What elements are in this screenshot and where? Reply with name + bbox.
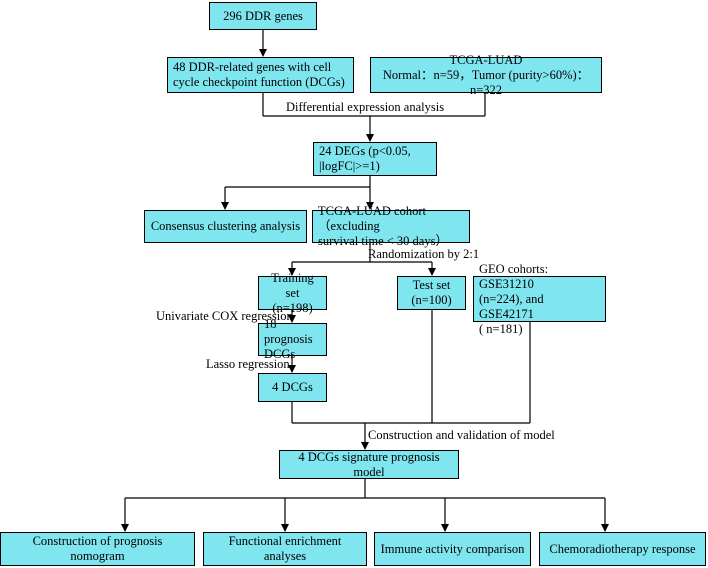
four-dcgs-text: 4 DCGs <box>272 380 313 394</box>
dcgs-box: 48 DDR-related genes with cell cycle che… <box>167 57 354 93</box>
consensus-box: Consensus clustering analysis <box>144 210 307 243</box>
test-line2: (n=100) <box>411 293 452 307</box>
output-enrichment-text: Functional enrichment analyses <box>228 534 342 563</box>
prognosis-line1: 18 prognosis <box>264 317 313 346</box>
label-differential: Differential expression analysis <box>286 100 445 114</box>
training-set-box: Training set (n=198) <box>258 271 327 315</box>
degs-line1: 24 DEGs (p<0.05, <box>319 144 411 158</box>
model-text: 4 DCGs signature prognosis model <box>298 449 440 479</box>
training-line1: Training set <box>271 270 314 300</box>
degs-box: 24 DEGs (p<0.05, |logFC|>=1) <box>313 142 437 176</box>
output-chemo-box: Chemoradiotherapy response <box>539 532 706 566</box>
tcga-luad-box: TCGA-LUAD Normal：n=59，Tumor (purity>60%)… <box>370 53 602 97</box>
cohort-line1: TCGA-LUAD cohort（excluding <box>318 204 426 233</box>
prognosis-dcgs-box: 18 prognosis DCGs <box>258 317 327 361</box>
output-nomogram-text: Construction of prognosis nomogram <box>32 534 163 563</box>
tcga-title: TCGA-LUAD <box>449 52 523 67</box>
label-construction: Construction and validation of model <box>368 428 555 442</box>
cohort-box: TCGA-LUAD cohort（excluding survival time… <box>312 204 470 248</box>
geo-line3: ( n=181) <box>479 321 523 336</box>
training-line2: (n=198) <box>272 300 313 315</box>
geo-line2: (n=224), and GSE42171 <box>479 291 544 321</box>
output-enrichment-box: Functional enrichment analyses <box>203 532 367 566</box>
model-box: 4 DCGs signature prognosis model <box>279 450 459 479</box>
output-chemo-text: Chemoradiotherapy response <box>549 541 696 556</box>
test-set-box: Test set (n=100) <box>397 276 466 310</box>
degs-line2: |logFC|>=1) <box>319 159 380 173</box>
label-univariate: Univariate COX regression <box>156 309 293 323</box>
cohort-line2: survival time < 30 days） <box>318 234 448 248</box>
dcgs-text: 48 DDR-related genes with cell cycle che… <box>173 60 345 89</box>
geo-cohorts-box: GEO cohorts: GSE31210 (n=224), and GSE42… <box>473 262 606 336</box>
output-immune-box: Immune activity comparison <box>374 532 531 566</box>
ddr-genes-text: 296 DDR genes <box>223 8 303 23</box>
label-lasso: Lasso regression <box>206 357 290 371</box>
output-immune-text: Immune activity comparison <box>380 541 525 556</box>
geo-line1: GEO cohorts: GSE31210 <box>479 261 549 291</box>
label-randomization: Randomization by 2:1 <box>368 247 480 261</box>
ddr-genes-box: 296 DDR genes <box>209 2 317 30</box>
test-line1: Test set <box>412 278 451 292</box>
four-dcgs-box: 4 DCGs <box>258 373 327 402</box>
consensus-text: Consensus clustering analysis <box>150 219 301 233</box>
tcga-detail: Normal：n=59，Tumor (purity>60%)：n=322 <box>382 67 590 97</box>
output-nomogram-box: Construction of prognosis nomogram <box>0 532 195 566</box>
prognosis-line2: DCGs <box>264 347 296 361</box>
